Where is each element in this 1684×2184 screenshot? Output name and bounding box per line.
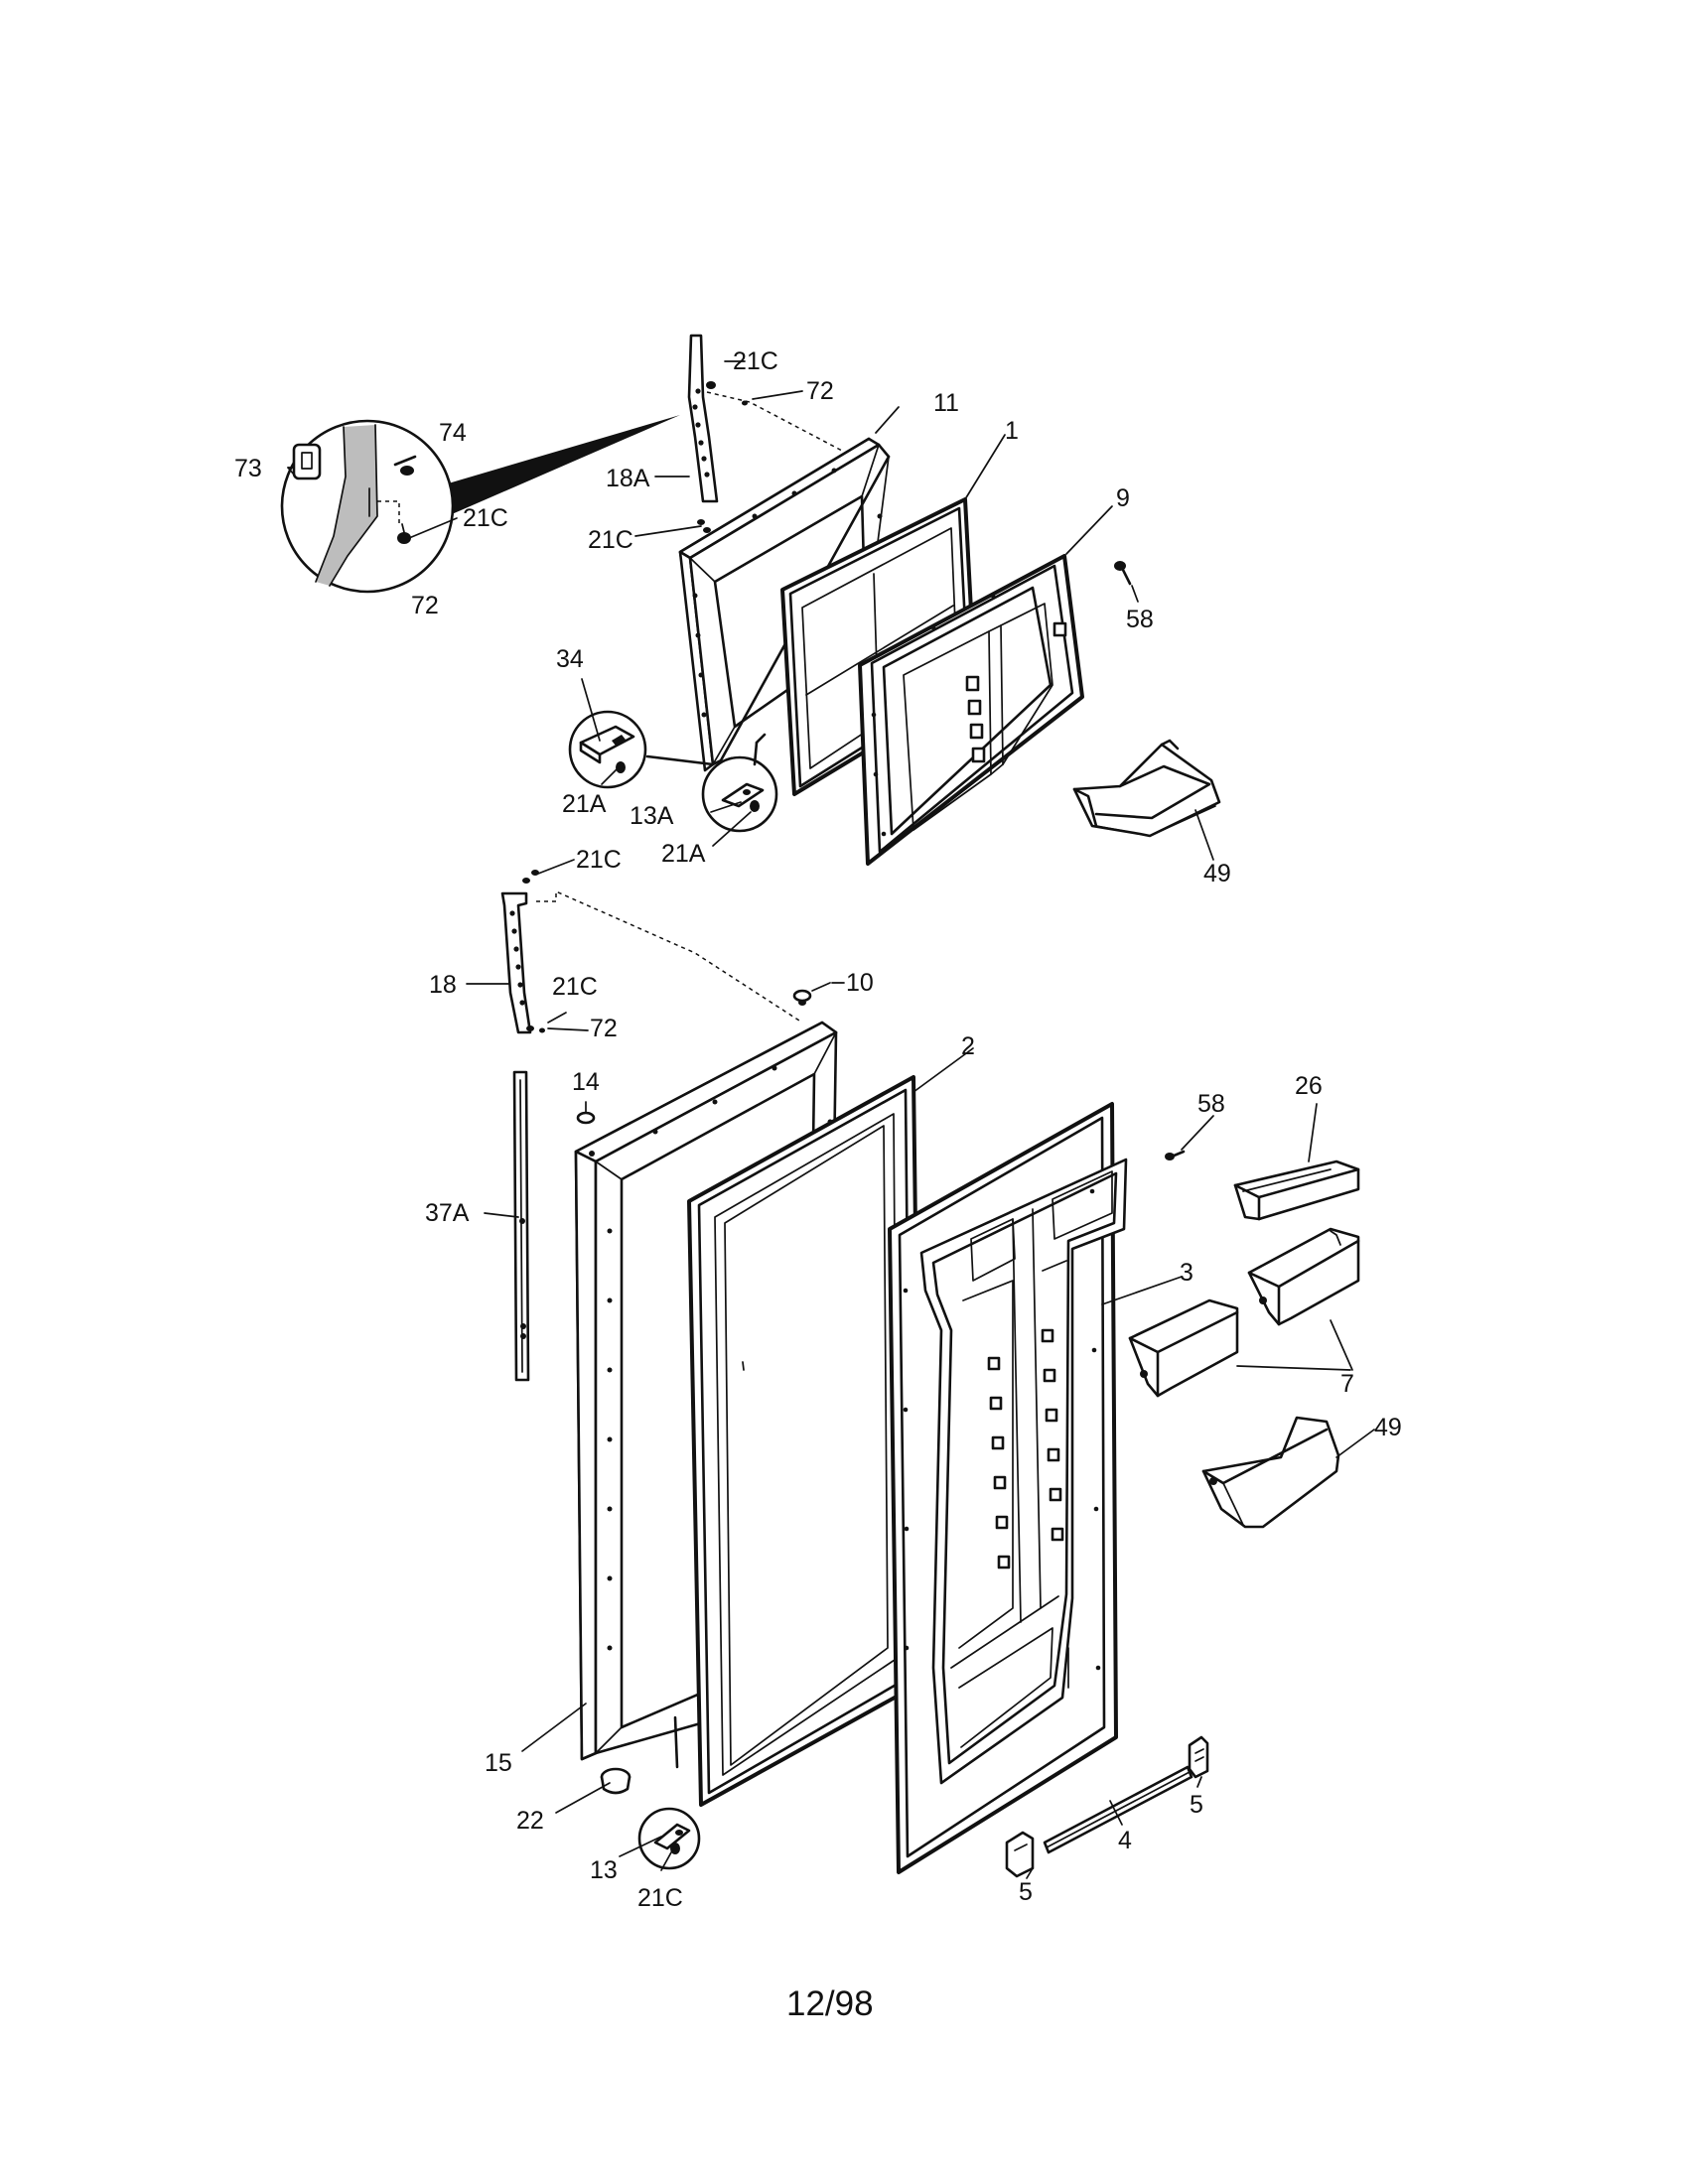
hinge-13A-circle [701, 733, 778, 833]
plug-10-icon [792, 982, 831, 1006]
callout-5-left: 5 [1019, 1878, 1033, 1906]
callout-49-top: 49 [1203, 860, 1231, 887]
callout-21C-top: 21C [733, 347, 778, 375]
callout-21A-left: 21A [562, 790, 607, 818]
hinge-pad-34-circle [568, 710, 715, 789]
callout-72-inset: 72 [411, 592, 439, 619]
hinge-detail-inset [280, 415, 680, 594]
middle-hinge-18 [500, 870, 803, 1034]
callout-21C-hinge: 21C [588, 526, 633, 554]
fresh-food-liner-3 [888, 1102, 1128, 1874]
screw-58-mid-icon [1165, 1150, 1186, 1160]
callout-37A: 37A [425, 1199, 470, 1227]
callout-18: 18 [429, 971, 457, 999]
callout-18A: 18A [606, 465, 650, 492]
callout-34: 34 [556, 645, 584, 673]
callout-1: 1 [1005, 417, 1019, 445]
callout-26: 26 [1295, 1072, 1323, 1100]
callout-49-bottom: 49 [1374, 1414, 1402, 1441]
callout-13: 13 [590, 1856, 618, 1884]
callout-74: 74 [439, 419, 467, 447]
callout-4: 4 [1118, 1827, 1132, 1854]
callout-5-right: 5 [1190, 1791, 1203, 1819]
plug-14-icon [576, 1101, 596, 1125]
callout-10: 10 [846, 969, 874, 997]
callout-22: 22 [516, 1807, 544, 1835]
door-bin-49-top [1072, 739, 1221, 838]
hinge-13-circle [637, 1807, 701, 1870]
callout-15: 15 [485, 1749, 512, 1777]
callout-11: 11 [933, 389, 959, 417]
callout-58-mid: 58 [1197, 1090, 1225, 1118]
callout-73: 73 [234, 455, 262, 482]
rail-cap-5-right [1188, 1735, 1209, 1779]
door-bin-49-bottom [1201, 1416, 1340, 1529]
callout-9: 9 [1116, 484, 1130, 512]
page-footer-date: 12/98 [786, 1984, 874, 2023]
screw-74-icon [393, 455, 417, 476]
rail-cap-5-left [1005, 1831, 1035, 1878]
callout-13A: 13A [630, 802, 674, 830]
callout-2: 2 [961, 1032, 975, 1060]
door-strip-37A [512, 1070, 530, 1382]
callout-21C-bottom: 21C [637, 1884, 683, 1912]
callout-21A-right: 21A [661, 840, 706, 868]
callout-3: 3 [1180, 1259, 1193, 1287]
callout-72-top: 72 [806, 377, 834, 405]
callout-21C-18: 21C [552, 973, 598, 1001]
door-bin-7-upper [1247, 1227, 1360, 1326]
callout-7: 7 [1340, 1370, 1354, 1398]
bumper-22 [600, 1767, 632, 1795]
screw-21C-inset-icon [397, 523, 411, 544]
top-hinge-18A [687, 334, 845, 533]
freezer-liner-9 [858, 554, 1084, 866]
screw-58-top-icon [1114, 561, 1132, 586]
door-bin-7-lower [1128, 1298, 1239, 1398]
callout-72-mid: 72 [590, 1015, 618, 1042]
callout-21C-mid: 21C [576, 846, 622, 874]
callout-21C-inset: 21C [463, 504, 508, 532]
rail-4 [1043, 1765, 1193, 1854]
dairy-bin-26 [1233, 1160, 1360, 1221]
fresh-food-gasket-2 [687, 1075, 923, 1807]
leader-lines [287, 360, 1375, 1879]
callout-14: 14 [572, 1068, 600, 1096]
callout-labels: 21C 72 74 73 18A 21C 72 21C 11 1 9 58 34… [234, 347, 1402, 1912]
callout-58-top: 58 [1126, 606, 1154, 633]
